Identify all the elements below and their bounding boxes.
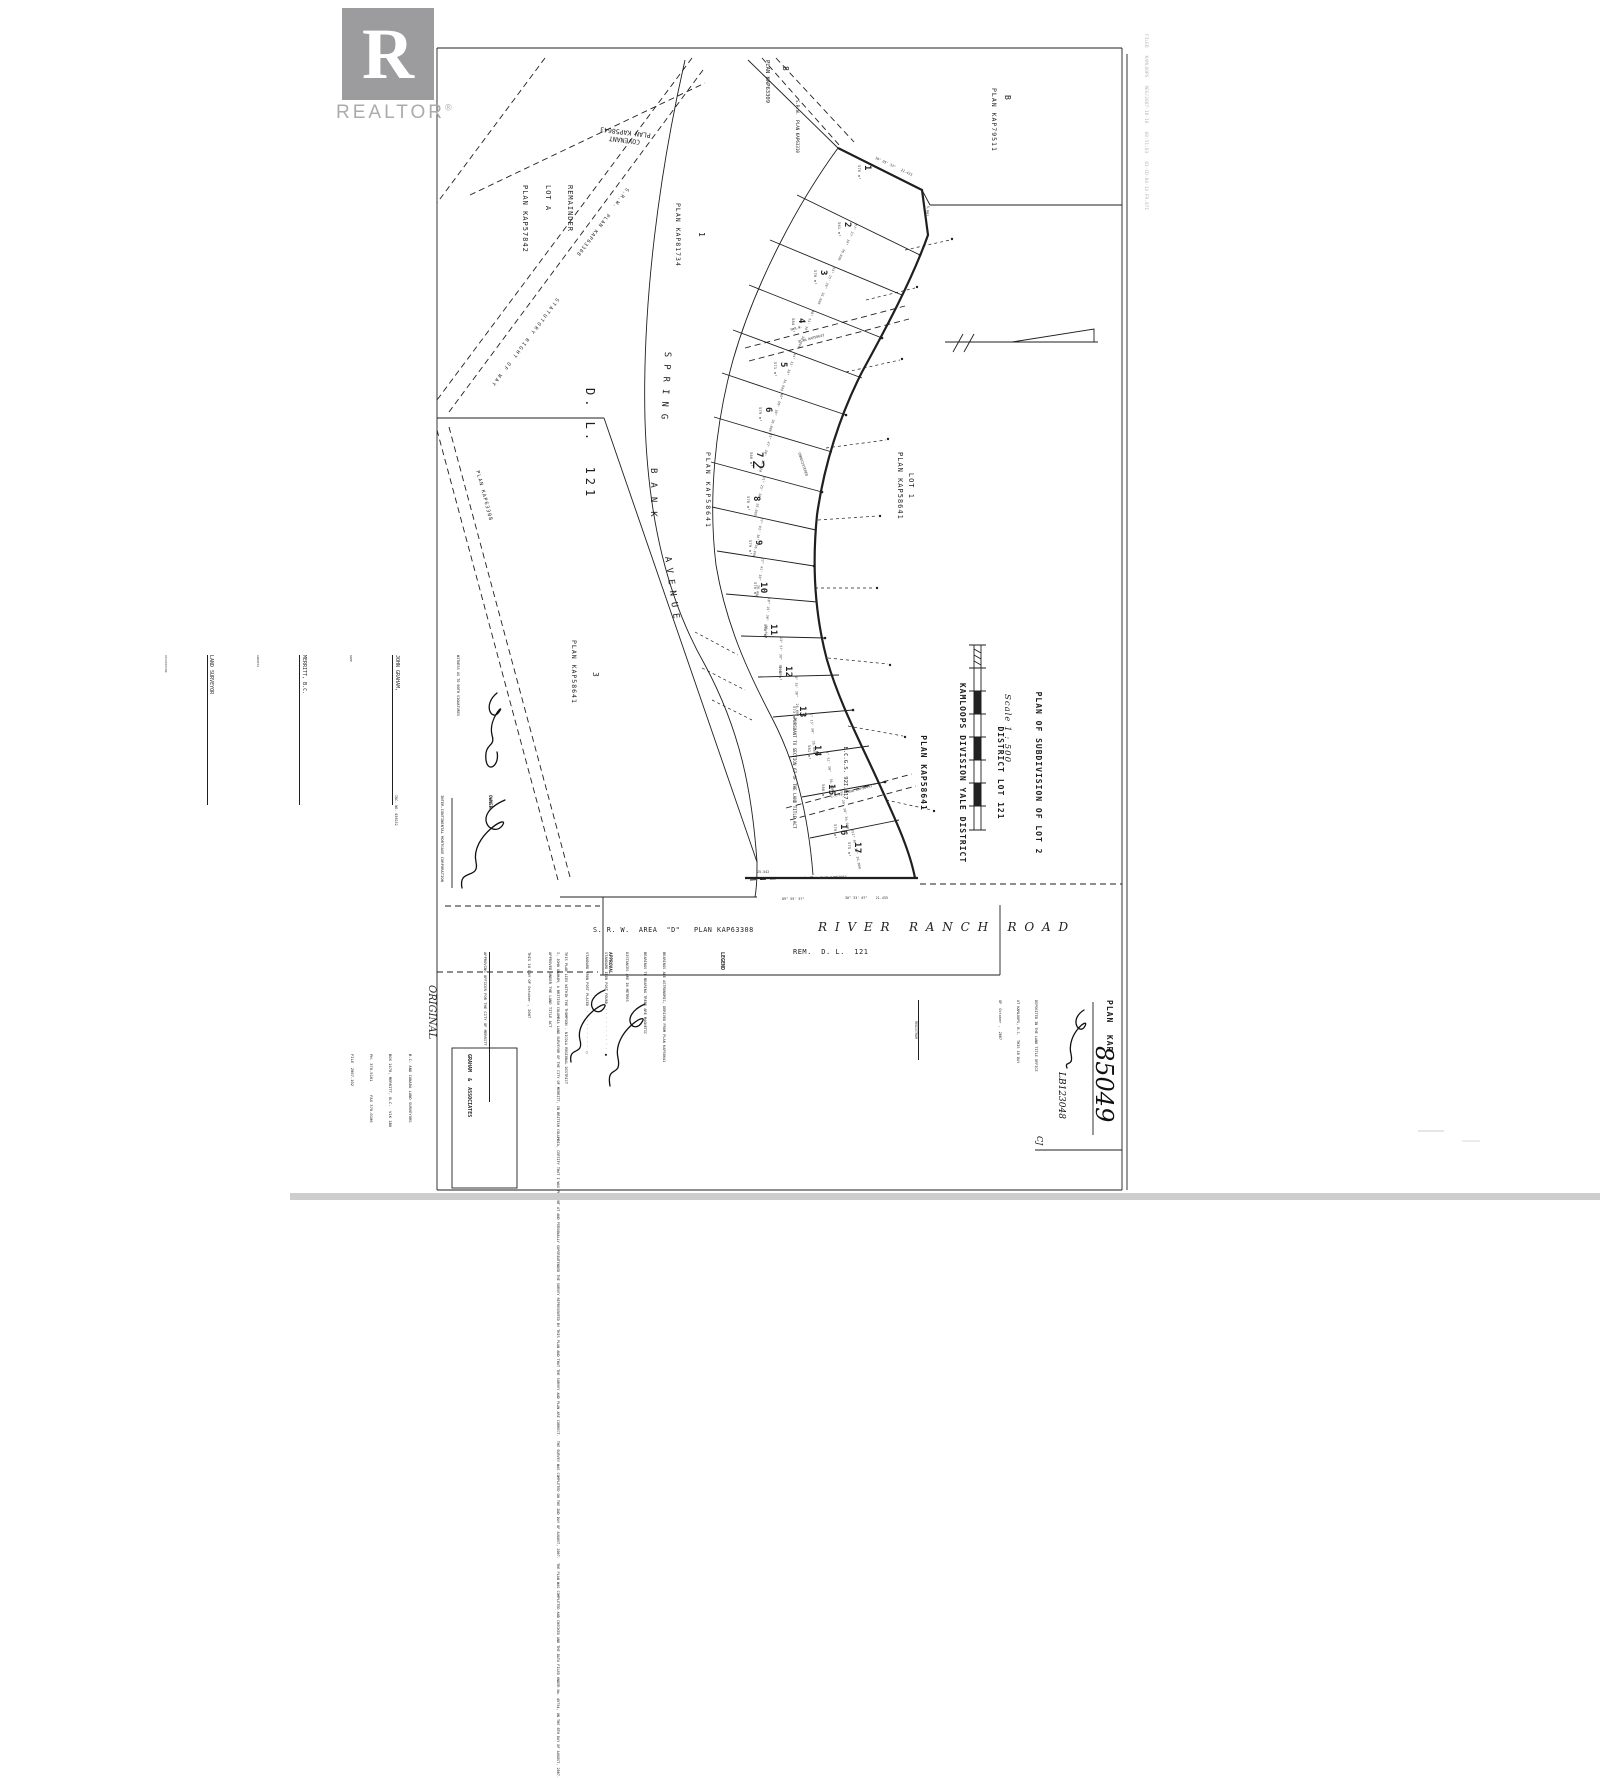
- rem-dl121-label: REM. D. L. 121: [793, 948, 869, 956]
- srw-kap63310-label: S.R.W. PLAN KAP63310: [795, 100, 800, 153]
- outer-boundary: [813, 147, 930, 879]
- parcel-b-label: B: [1003, 95, 1012, 100]
- witness-signature: [485, 692, 502, 768]
- scale-label: Scale 1 : 500: [1002, 694, 1012, 764]
- road-name-bank: BANK: [648, 468, 658, 526]
- plan-title-line: DISTRICT LOT 121: [996, 726, 1006, 820]
- surveyor-signature: [570, 989, 606, 1063]
- bearing-label: 89° 59' 57": [782, 897, 805, 901]
- scanned-subdivision-plan: { "branding": {"logo_letter": "R", "logo…: [143, 8, 1600, 1778]
- original-handwritten: ORIGINAL: [426, 985, 437, 1040]
- file-code-handwritten: LB123048: [1056, 1072, 1066, 1119]
- signatures: [460, 692, 1087, 1087]
- plan-kap63309-label: PLAN KAP63309: [764, 60, 770, 104]
- parcel-8-label: 8: [781, 66, 790, 71]
- registered-trademark-icon: ®: [445, 102, 455, 113]
- plan-kap79511-label: PLAN KAP79511: [990, 88, 998, 152]
- road-right-edge: [712, 147, 839, 876]
- plan-number-handwritten: 85049: [1090, 1046, 1118, 1123]
- realtor-wordmark: REALTOR®: [336, 102, 455, 123]
- remainder-lot-a-label: REMAINDER LOT A PLAN KAP57842: [521, 185, 574, 253]
- plan-title-line: KAMLOOPS DIVISION YALE DISTRICT: [957, 682, 967, 864]
- scan-smudge: [1418, 1130, 1444, 1132]
- parcel-3-label: 3: [591, 672, 600, 677]
- firm-box: [451, 1047, 518, 1189]
- realtor-r-icon: R: [362, 14, 414, 94]
- parcel-1-label: 1: [697, 232, 706, 237]
- plan-title-line: PLAN OF SUBDIVISION OF LOT 2: [1034, 691, 1044, 855]
- river-ranch-road-label: R I V E R R A N C H R O A D: [818, 920, 1071, 934]
- pursuant-note: PURSUANT TO SECTION 67 OF THE LAND TITLE…: [791, 717, 797, 829]
- scale-bar: [969, 644, 986, 831]
- realtor-logo: R: [342, 8, 434, 100]
- plan-kap58641-center-label: PLAN KAP58641: [704, 452, 712, 529]
- owner-block: OWNER INTER-CONTINENTAL MORTGAGE CORPORA…: [393, 795, 492, 882]
- plan-linework: [436, 47, 1128, 1191]
- sheet-border: [436, 47, 1128, 1191]
- scan-edge-text: FILED KAMLOOPS REG/2007-10-18 08:51:03 0…: [1143, 34, 1148, 211]
- bearing-label: 25.542: [757, 870, 770, 874]
- dl-121-label: D. L. 121: [583, 388, 597, 501]
- title-block: PLAN OF SUBDIVISION OF LOT 2 DISTRICT LO…: [772, 618, 1110, 928]
- scan-bottom-strip: [290, 1193, 1600, 1200]
- registrar-signature: [1065, 1009, 1087, 1069]
- surveyor-certificate: I, JOHN GRAHAM, A BRITISH COLUMBIA LAND …: [556, 952, 560, 1778]
- srw-area-d-label: S. R. W. AREA "D" PLAN KAP63308: [593, 926, 754, 934]
- bearing-label: 30° 33' 07" 21.435: [845, 896, 888, 900]
- scan-smudge: [1462, 1140, 1480, 1142]
- initials-handwritten: CJ: [1035, 1136, 1044, 1146]
- firm-block: GRAHAM & ASSOCIATES B.C. AND CANADA LAND…: [349, 1054, 472, 1128]
- plan-number-prefix: PLAN KAP: [1105, 1000, 1114, 1053]
- bearing-label: 5.661: [925, 205, 930, 217]
- approving-officer-signature: [608, 1003, 646, 1087]
- plan-kap81734-label: PLAN KAP81734: [674, 203, 682, 267]
- north-arrow-icon: [945, 328, 1098, 353]
- witness-block: WITNESS AS TO BOTH SIGNATURES JOHN GRAHA…: [143, 655, 500, 805]
- bcgs-ref: B.C.G.S. 92I.017: [841, 746, 848, 800]
- plan-kap58641-west-label: PLAN KAP58641: [570, 640, 578, 704]
- plan-title-line: PLAN KAP58641: [919, 735, 929, 811]
- road-left-edge: [644, 59, 758, 863]
- legend-title: LEGEND: [719, 952, 725, 971]
- owner-signature: [460, 799, 506, 889]
